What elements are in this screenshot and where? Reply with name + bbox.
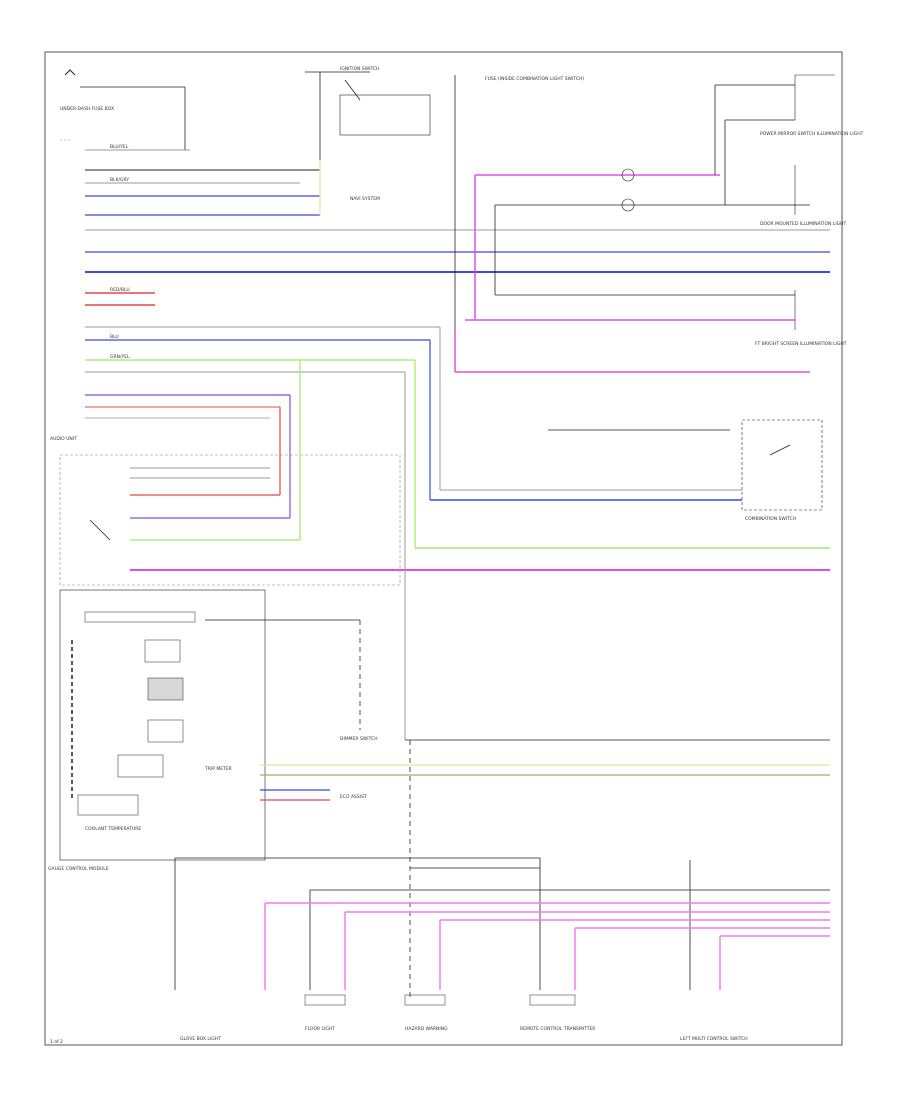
hazard-label: HAZARD WARNING [405,1026,448,1032]
ft-bright-label: FT BRIGHT SCREEN ILLUMINATION LIGHT [755,341,847,347]
combination-switch-label: COMBINATION SWITCH [745,516,796,522]
trip-meter-label: TRIP METER [204,766,232,772]
floor-light-label: FLOOR LIGHT [305,1026,335,1032]
glove-box-label: GLOVE BOX LIGHT [180,1036,221,1042]
gauge-module-label: GAUGE CONTROL MODULE [48,866,109,872]
wire-label-4: GRN/YEL [110,354,130,360]
top-wire-bundle [85,149,830,419]
wire-label-8: BLU [110,334,119,340]
page-number: 1 of 2 [50,1039,63,1045]
audio-unit-label: AUDIO UNIT [50,436,77,442]
wire-label-2: BLK/GRY [110,177,129,183]
fuse-label: FUSE (INSIDE COMBINATION LIGHT SWITCH) [485,76,584,82]
fuse-box-label: UNDER-DASH FUSE BOX [60,106,114,112]
power-mirror-illum-label: POWER MIRROR SWITCH ILLUMINATION LIGHT [760,131,864,137]
dimmer-switch-label: DIMMER SWITCH [340,736,378,742]
door-illum-label: DOOR MOUNTED ILLUMINATION LIGHT [760,221,847,227]
eco-assist-label: ECO ASSIST [340,794,367,800]
audio-unit-group: AUDIO UNIT [50,359,830,740]
gauge-module-group: GAUGE CONTROL MODULE TRIP METER COOLANT … [48,589,830,872]
remote-label: REMOTE CONTROL TRANSMITTER [520,1026,595,1032]
right-top-group: FUSE (INSIDE COMBINATION LIGHT SWITCH) P… [454,74,864,373]
ignition-switch-group: IGNITION SWITCH NAVI SYSTEM [305,66,431,215]
diagram-frame [44,51,843,1046]
navi-label: NAVI SYSTEM [350,196,380,202]
wire-label-1: BLU/YEL [110,144,129,150]
ignition-switch-label: IGNITION SWITCH [340,66,380,72]
combination-switch-group: COMBINATION SWITCH [429,327,823,522]
bottom-components-group: GLOVE BOX LIGHT FLOOR LIGHT HAZARD WARNI… [174,740,830,1042]
left-multi-label: LEFT MULTI CONTROL SWITCH [680,1036,748,1042]
wire-label-3: RED/BLU [110,287,130,293]
fuse-box-group: UNDER-DASH FUSE BOX [60,69,186,150]
coolant-label: COOLANT TEMPERATURE [85,826,141,832]
